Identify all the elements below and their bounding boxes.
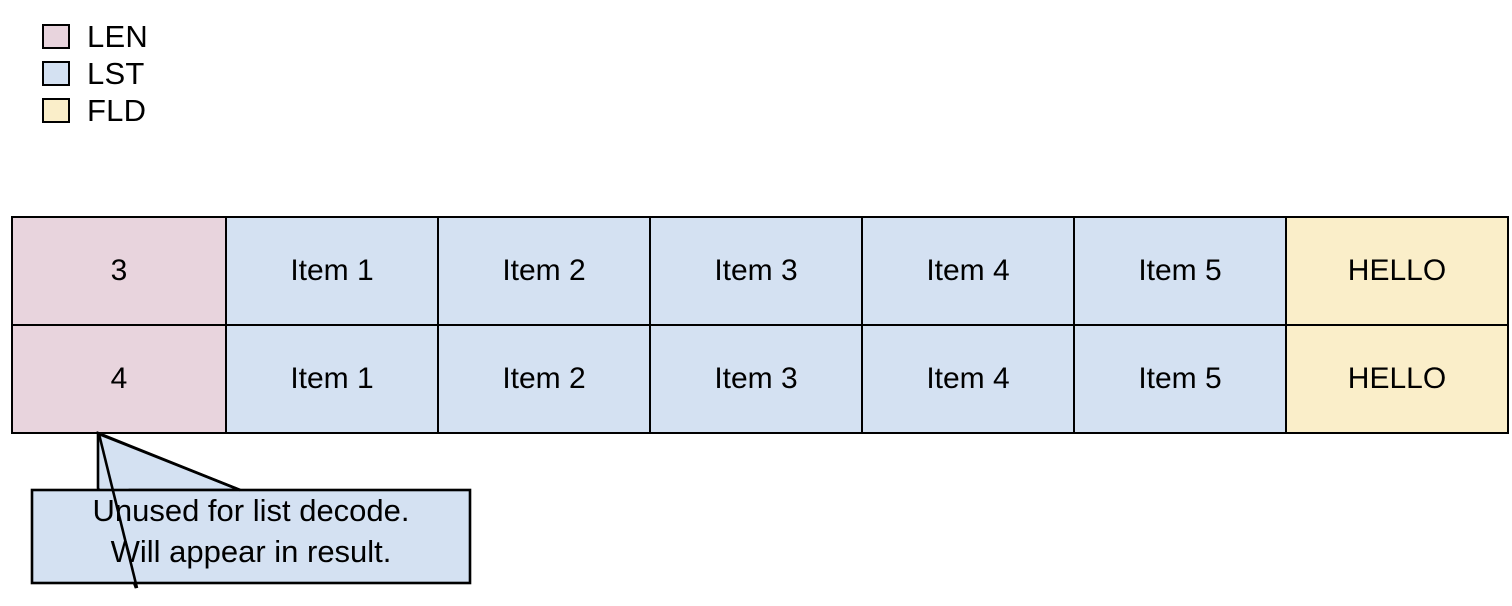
cell-lst3-row2: Item 3 [649, 324, 863, 434]
callout-line-2: Will appear in result. [110, 534, 392, 569]
color-swatch-icon-lst [42, 61, 70, 86]
cell-fld-row2: HELLO [1285, 324, 1509, 434]
cell-lst5-row1: Item 5 [1073, 216, 1287, 326]
cell-lst2-row1: Item 2 [437, 216, 651, 326]
cell-lst2-row2: Item 2 [437, 324, 651, 434]
cell-lst3-row1: Item 3 [649, 216, 863, 326]
color-swatch-icon-fld [42, 98, 70, 123]
table-row: 4 Item 1 Item 2 Item 3 Item 4 Item 5 HEL… [11, 324, 1509, 434]
cell-fld-row1: HELLO [1285, 216, 1509, 326]
legend-item-label: FLD [87, 93, 147, 128]
legend: LEN LST FLD [42, 18, 342, 129]
cell-lst4-row1: Item 4 [861, 216, 1075, 326]
callout-annotation: Unused for list decode. Will appear in r… [0, 428, 520, 598]
legend-item-label: LEN [87, 19, 148, 54]
legend-item-len: LEN [42, 18, 342, 55]
cell-lst1-row2: Item 1 [225, 324, 439, 434]
callout-tail-edge-left [97, 433, 139, 589]
callout-tail [96, 431, 241, 589]
callout-box [30, 488, 472, 585]
callout-text: Unused for list decode. Will appear in r… [32, 490, 470, 572]
table-row: 3 Item 1 Item 2 Item 3 Item 4 Item 5 HEL… [11, 216, 1509, 326]
color-swatch-icon-len [42, 24, 70, 49]
cell-len-row1: 3 [11, 216, 227, 326]
cell-lst1-row1: Item 1 [225, 216, 439, 326]
callout-line-1: Unused for list decode. [92, 493, 410, 528]
callout-shape [30, 431, 472, 589]
legend-item-lst: LST [42, 55, 342, 92]
cell-lst4-row2: Item 4 [861, 324, 1075, 434]
table-body: 3 Item 1 Item 2 Item 3 Item 4 Item 5 HEL… [11, 216, 1509, 434]
cell-len-row2: 4 [11, 324, 227, 434]
legend-item-fld: FLD [42, 92, 342, 129]
callout-tail-edge-right [98, 432, 241, 492]
cell-lst5-row2: Item 5 [1073, 324, 1287, 434]
legend-item-label: LST [87, 56, 145, 91]
packet-layout-table: 3 Item 1 Item 2 Item 3 Item 4 Item 5 HEL… [11, 216, 1509, 434]
